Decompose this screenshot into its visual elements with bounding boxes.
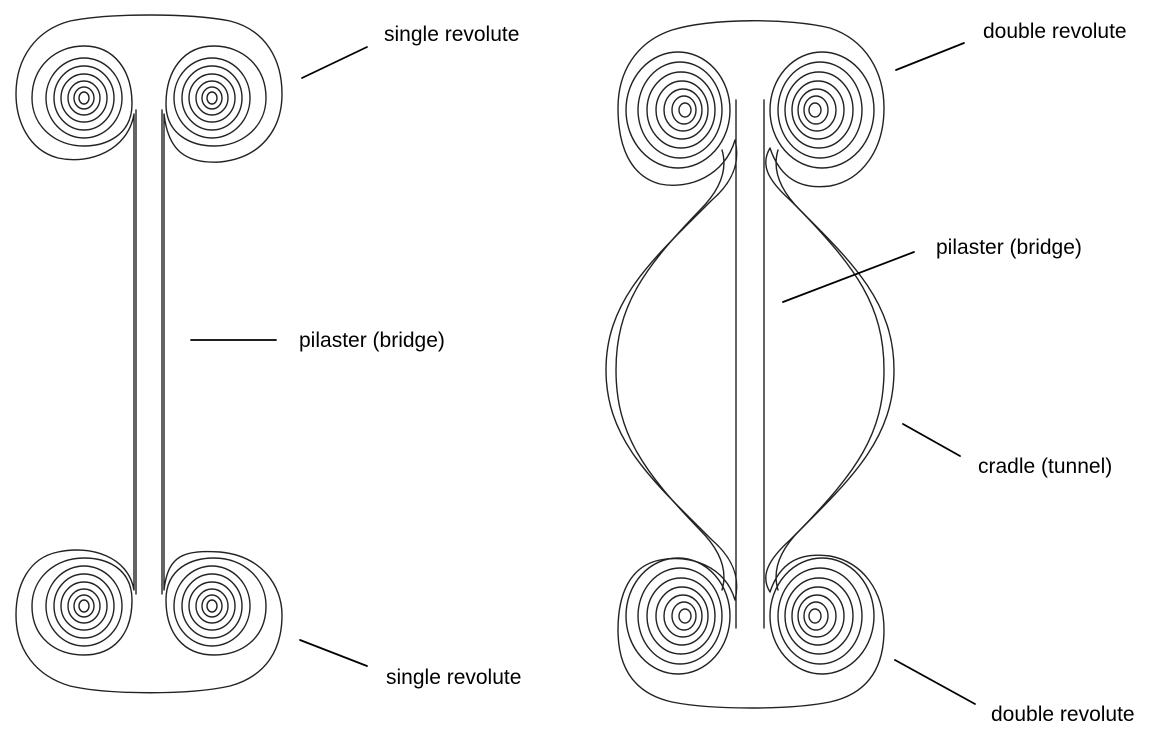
single-spiral-top-left [31,45,133,147]
single-spiral-bottom-left [31,557,133,656]
double-spiral-bottom-left [625,557,731,675]
label-single-pilaster: pilaster (bridge) [299,329,445,352]
double-outer-outline [605,20,895,709]
double-spiral-top-left [625,51,731,169]
double-cradle-left-inner [615,149,725,591]
leader-single-bottom [299,639,368,667]
double-cradle-right-inner [775,149,885,591]
label-single-revolute-bottom: single revolute [386,666,521,689]
double-spiral-bottom-right [769,557,875,675]
single-spiral-bottom-right [165,557,267,656]
leader-double-bottom [894,659,976,705]
single-revolute-figure [15,14,283,694]
label-single-revolute-top: single revolute [384,23,519,46]
label-double-cradle: cradle (tunnel) [978,455,1112,478]
single-spiral-top-right [165,45,267,147]
leader-double-top [895,42,965,71]
leader-single-top [301,46,368,79]
leader-double-pilaster [782,251,915,303]
double-spiral-top-right [769,51,875,169]
label-double-revolute-bottom: double revolute [991,703,1135,726]
double-revolute-figure [605,20,895,709]
leader-double-cradle [902,423,961,457]
label-double-pilaster: pilaster (bridge) [936,236,1082,259]
single-outer-outline [15,14,283,694]
label-double-revolute-top: double revolute [983,20,1127,43]
